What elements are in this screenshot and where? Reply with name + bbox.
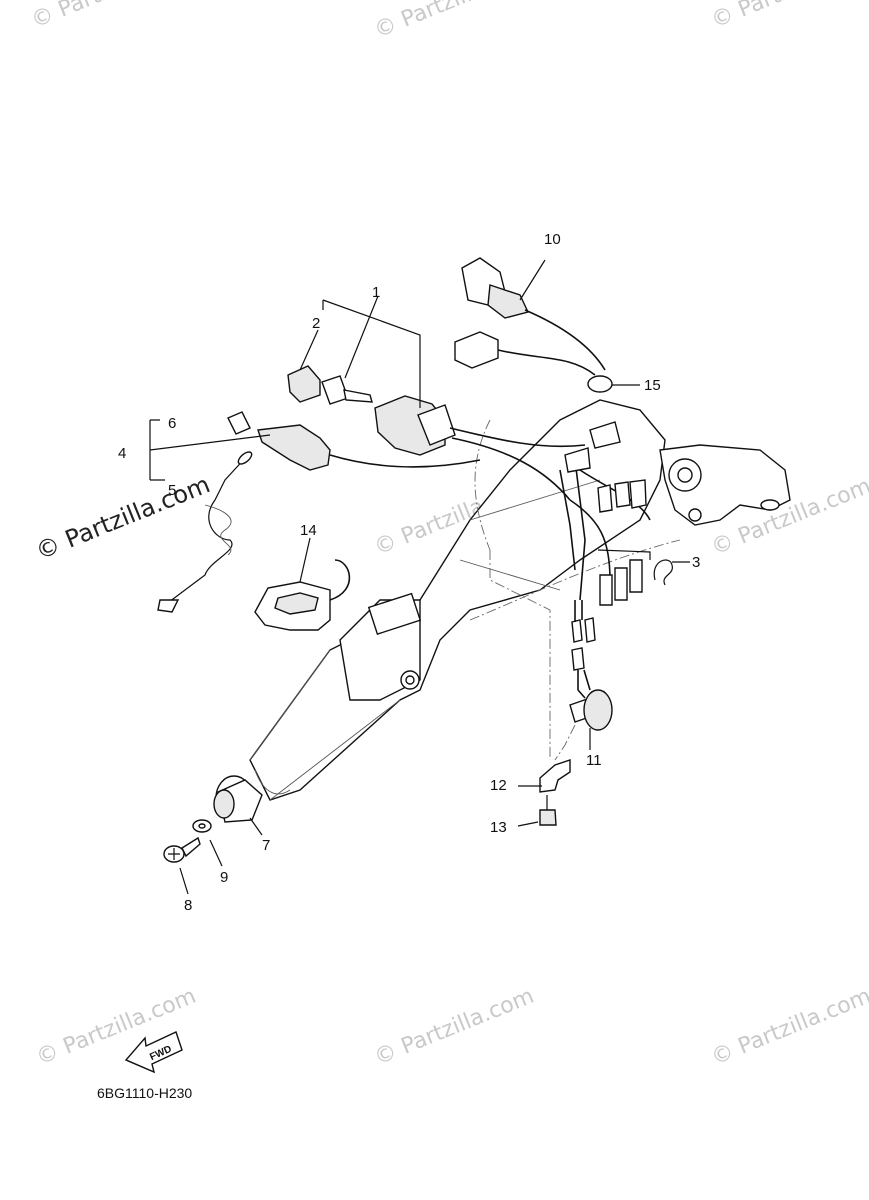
part-7-grip-end [213,775,263,836]
callout-4: 4 [118,445,126,462]
watermark-layer: © Partzilla.com © Partzilla.com © Partzi… [28,0,869,1071]
part-4-stop-switch [257,424,481,471]
callout-1: 1 [372,284,380,301]
callout-3: 3 [692,554,700,571]
fwd-arrow-icon: FWD [124,1031,183,1074]
part-14-trim-switch [254,537,351,631]
watermark: © Partzilla.com [28,0,195,34]
cowl-outline [474,419,551,760]
callout-13: 13 [490,819,507,836]
coupler [454,331,596,376]
callout-11: 11 [586,752,602,769]
callout-labels: 1 2 3 4 5 6 7 8 9 10 11 12 13 14 15 [118,231,700,914]
part-3-clip [653,559,690,586]
watermark: © Partzilla.com [708,0,869,34]
watermark: © Partzilla.com [708,984,869,1071]
key-cap [287,365,321,403]
watermark: © Partzilla.com [371,984,538,1071]
callout-5: 5 [168,482,176,499]
part-6-cap [227,411,251,435]
callout-15: 15 [644,377,661,394]
callout-7: 7 [262,837,270,854]
wire-harness [559,421,651,690]
part-11-buzzer [554,669,613,761]
callout-10: 10 [544,231,561,248]
watermark: © Partzilla.com [371,0,538,44]
part-15-clamp [587,375,640,393]
callout-14: 14 [300,522,317,539]
watermark: © Partzilla.com [33,984,200,1071]
part-8-screw [163,836,201,895]
part-5-lanyard [157,451,253,613]
tiller-handle [249,399,791,801]
callout-2: 2 [312,315,320,332]
callout-6: 6 [168,415,176,432]
diagram-code: 6BG1110-H230 [97,1085,192,1101]
watermark: © Partzilla.com [32,470,214,565]
callout-12: 12 [490,777,507,794]
part-13-bolt [517,795,557,827]
callout-8: 8 [184,897,192,914]
part-9-washer [192,819,223,867]
part-12-bracket [518,759,571,793]
callout-9: 9 [220,869,228,886]
part-10-connector [461,257,606,371]
part-1-main-switch [374,395,586,501]
part-2-key [321,375,373,405]
